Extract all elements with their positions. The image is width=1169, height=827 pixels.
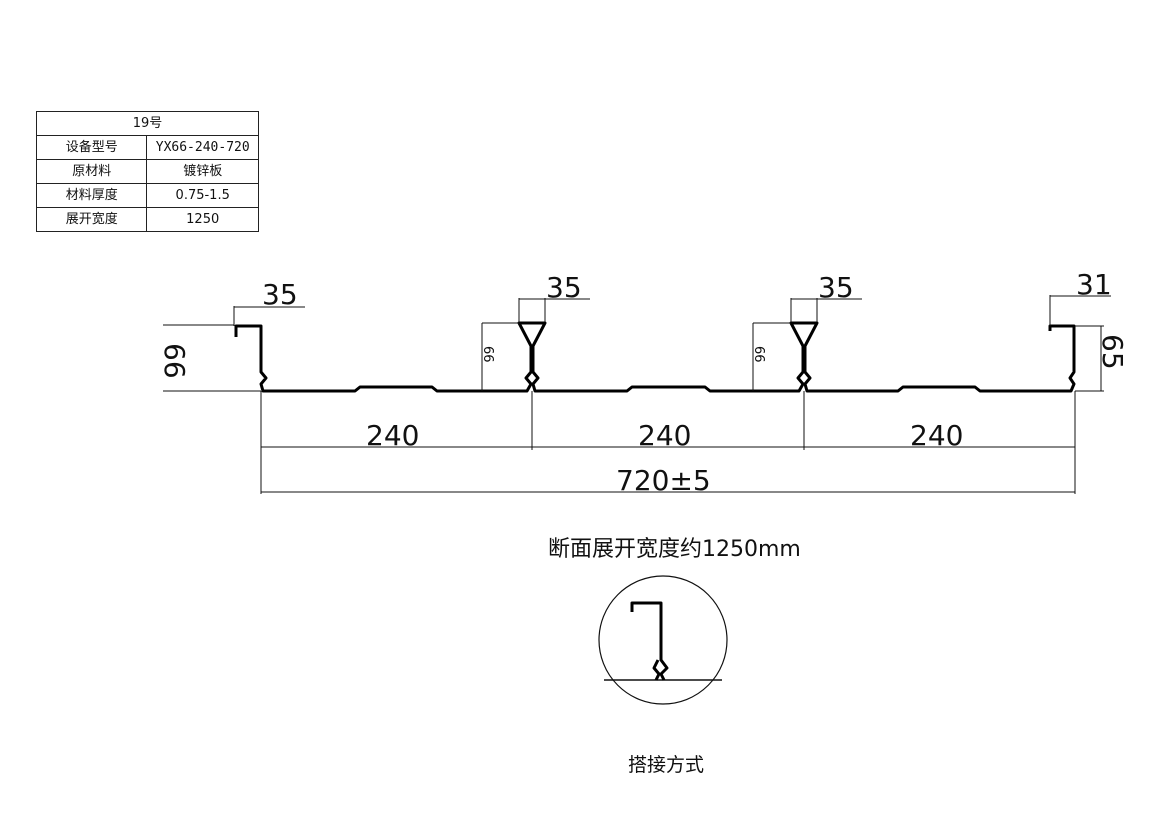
spec-title: 19号	[36, 111, 259, 136]
overlap-detail	[598, 575, 728, 705]
spec-row: 展开宽度 1250	[35, 207, 259, 232]
dim-label: 240	[638, 419, 691, 452]
dim-top-rib2	[790, 298, 862, 322]
spec-table: 19号 设备型号 YX66-240-720 原材料 镀锌板 材料厚度 0.75-…	[35, 111, 259, 232]
spec-value: 0.75-1.5	[146, 183, 259, 208]
dim-height-rib1	[481, 322, 519, 391]
dim-label: 66	[158, 343, 191, 379]
spec-value: 镀锌板	[146, 159, 259, 184]
dim-label: 35	[262, 278, 298, 311]
spec-row: 原材料 镀锌板	[35, 159, 259, 184]
dim-top-right	[1049, 295, 1111, 326]
dim-top-rib1	[518, 298, 590, 322]
dim-height-left	[163, 324, 261, 392]
detail-lap-profile	[652, 659, 661, 681]
spec-row: 材料厚度 0.75-1.5	[35, 183, 259, 208]
spec-label: 展开宽度	[35, 207, 148, 232]
caption-unfold-width: 断面展开宽度约1250mm	[548, 537, 801, 562]
dim-label: 35	[818, 271, 854, 304]
dim-label: 66	[480, 346, 495, 363]
spec-label: 设备型号	[35, 135, 148, 160]
dim-label: 720±5	[616, 464, 711, 497]
dim-spans	[260, 391, 1076, 494]
spec-value: 1250	[146, 207, 259, 232]
dim-height-rib2	[752, 322, 791, 391]
dim-height-right	[1075, 325, 1104, 392]
dim-label: 35	[546, 271, 582, 304]
spec-label: 材料厚度	[35, 183, 148, 208]
dim-label: 240	[910, 419, 963, 452]
dim-label: 31	[1076, 268, 1112, 301]
spec-label: 原材料	[35, 159, 148, 184]
deck-profile	[234, 321, 1076, 393]
spec-title-row: 19号	[36, 111, 259, 136]
detail-lap-profile	[630, 601, 669, 681]
dim-label: 240	[366, 419, 419, 452]
dim-label: 65	[1096, 334, 1129, 370]
detail-circle	[598, 575, 728, 705]
dim-top-left	[233, 306, 305, 326]
spec-row: 设备型号 YX66-240-720	[35, 135, 259, 160]
caption-overlap: 搭接方式	[628, 754, 704, 776]
dim-label: 66	[751, 346, 766, 363]
